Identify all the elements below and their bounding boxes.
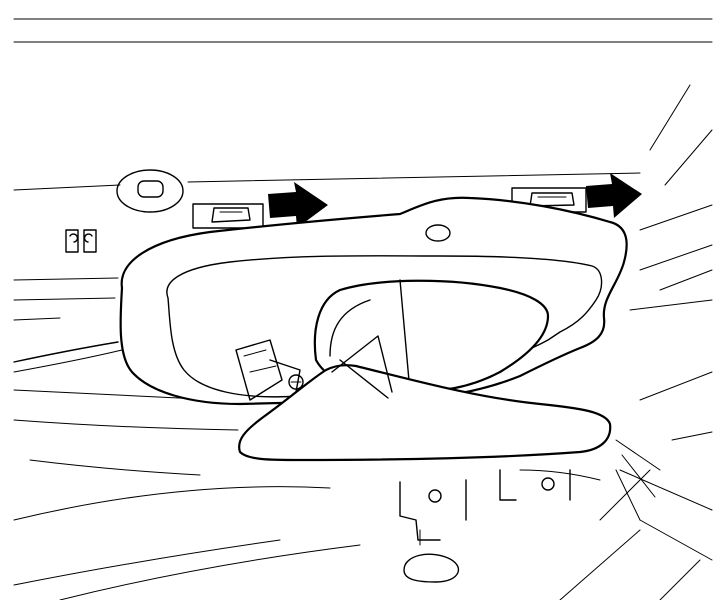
header-rules — [13, 18, 713, 43]
door-panel-background — [13, 84, 713, 600]
pull-lever — [238, 335, 612, 462]
left-retaining-tab — [192, 203, 264, 229]
lower-brackets — [399, 469, 571, 583]
removal-arrow-left — [268, 182, 328, 228]
lever-pivot — [235, 339, 301, 401]
screw-icon — [288, 374, 304, 390]
retaining-clip-icon — [65, 229, 97, 253]
removal-arrow-right — [586, 173, 642, 218]
oval-mounting-hole — [116, 169, 184, 213]
